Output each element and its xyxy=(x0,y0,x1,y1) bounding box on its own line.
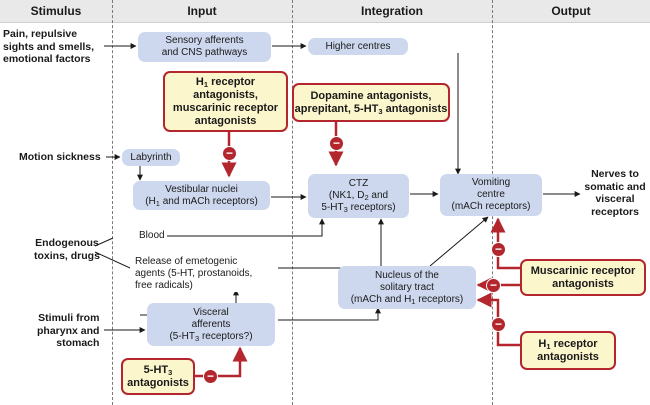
inhibit-icon: − xyxy=(491,242,506,257)
arrow-visceral-to-nts xyxy=(278,307,381,321)
drug-h1-muscarinic-antagonists: H1 receptor antagonists, muscarinic rece… xyxy=(163,71,288,132)
stimulus-motion-sickness: Motion sickness xyxy=(19,151,101,163)
stimulus-endogenous-toxins: Endogenous toxins, drugs xyxy=(34,237,100,262)
inhibit-icon: − xyxy=(486,278,501,293)
arrow-release-to-ctz xyxy=(278,218,384,269)
drug-dopamine-aprepitant-5ht3: Dopamine antagonists, aprepitant, 5-HT3 … xyxy=(292,83,450,122)
node-vomiting-centre: Vomiting centre (mACh receptors) xyxy=(440,174,542,216)
inhibit-icon: − xyxy=(203,369,218,384)
inhibit-icon: − xyxy=(222,146,237,161)
node-vestibular-nuclei: Vestibular nuclei (H1 and mACh receptors… xyxy=(133,181,270,210)
header-bar xyxy=(0,0,650,23)
header-output: Output xyxy=(551,4,591,18)
node-release-emetogenic-agents: Release of emetogenic agents (5-HT, pros… xyxy=(135,256,277,292)
node-blood: Blood xyxy=(137,230,167,242)
arrow-blood-to-ctz xyxy=(167,218,325,237)
node-higher-centres: Higher centres xyxy=(308,38,408,55)
divider-input-integration xyxy=(292,0,293,405)
line-toxins-to-blood xyxy=(94,237,114,247)
drug-5ht3-antagonists: 5-HT3 antagonists xyxy=(121,358,195,395)
header-integration: Integration xyxy=(361,4,423,18)
inhibit-icon: − xyxy=(329,136,344,151)
divider-stimulus-input xyxy=(112,0,113,405)
inhibit-arrow-musc-to-vomiting xyxy=(490,217,520,270)
output-nerves: Nerves to somatic and visceral receptors xyxy=(584,168,646,218)
inhibit-icon: − xyxy=(491,317,506,332)
line-toxins-to-release xyxy=(94,251,131,269)
arrow-nts-to-vomiting xyxy=(429,216,489,267)
drug-h1-antagonists: H1 receptor antagonists xyxy=(520,331,616,370)
node-visceral-afferents: Visceral afferents (5-HT3 receptors?) xyxy=(147,303,275,346)
node-ctz: CTZ (NK1, D2 and 5-HT3 receptors) xyxy=(308,174,409,218)
stimulus-pain: Pain, repulsive sights and smells, emoti… xyxy=(3,28,95,65)
header-input: Input xyxy=(187,4,217,18)
stimulus-pharynx-stomach: Stimuli from pharynx and stomach xyxy=(37,312,100,349)
header-stimulus: Stimulus xyxy=(30,4,82,18)
drug-muscarinic-antagonists: Muscarinic receptor antagonists xyxy=(520,259,646,296)
node-labyrinth: Labyrinth xyxy=(122,149,180,166)
inhibit-arrow-ht3-to-visceral xyxy=(195,346,248,378)
node-nucleus-solitary-tract: Nucleus of the solitary tract (mACh and … xyxy=(338,266,476,309)
